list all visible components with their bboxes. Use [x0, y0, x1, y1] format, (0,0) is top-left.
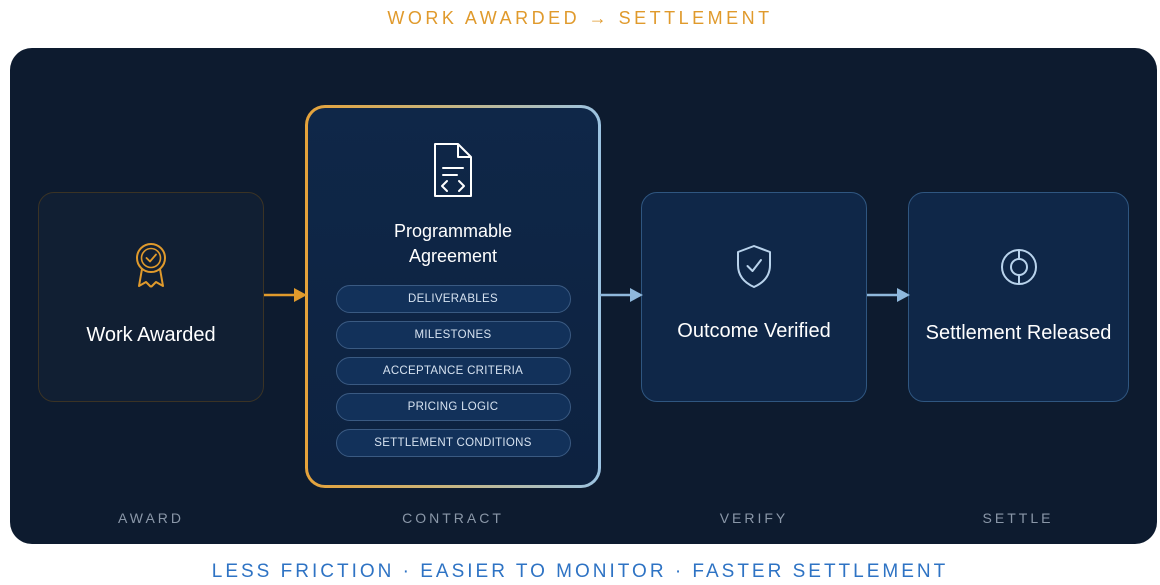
flow-panel: Work Awarded Programmable Agreement DELI…: [10, 48, 1157, 544]
contract-card: Programmable Agreement DELIVERABLES MILE…: [305, 105, 601, 488]
contract-term-acceptance-criteria: ACCEPTANCE CRITERIA: [335, 357, 571, 385]
arrow-contract-to-verify: [600, 288, 643, 302]
award-ribbon-icon: [136, 243, 166, 288]
contract-terms-list: DELIVERABLES MILESTONES ACCEPTANCE CRITE…: [335, 285, 571, 457]
contract-card-title: Programmable Agreement: [393, 221, 513, 266]
contract-term-deliverables: DELIVERABLES: [335, 285, 571, 313]
stage-label-award: AWARD: [117, 510, 185, 526]
award-card-label: Work Awarded: [86, 324, 216, 346]
contract-term-milestones: MILESTONES: [335, 321, 571, 349]
diagram-title: WORK AWARDED → SETTLEMENT: [387, 8, 773, 28]
arrow-verify-to-settle: [867, 288, 910, 302]
code-document-icon: [434, 143, 472, 197]
footer-tagline: LESS FRICTION · EASIER TO MONITOR · FAST…: [211, 561, 949, 582]
arrow-award-to-contract: [264, 288, 307, 302]
verify-card-label: Outcome Verified: [677, 320, 831, 342]
stage-label-settle: SETTLE: [982, 510, 1054, 526]
verify-card: Outcome Verified: [641, 192, 867, 402]
settle-card-label: Settlement Released: [925, 322, 1112, 344]
target-icon: [1000, 249, 1037, 285]
contract-term-settlement-conditions: SETTLEMENT CONDITIONS: [335, 429, 571, 457]
stage-label-verify: VERIFY: [719, 510, 789, 526]
award-card: Work Awarded: [38, 192, 264, 402]
stage-label-contract: CONTRACT: [402, 510, 504, 526]
shield-check-icon: [737, 245, 771, 288]
settle-card: Settlement Released: [908, 192, 1129, 402]
contract-term-pricing-logic: PRICING LOGIC: [335, 393, 571, 421]
